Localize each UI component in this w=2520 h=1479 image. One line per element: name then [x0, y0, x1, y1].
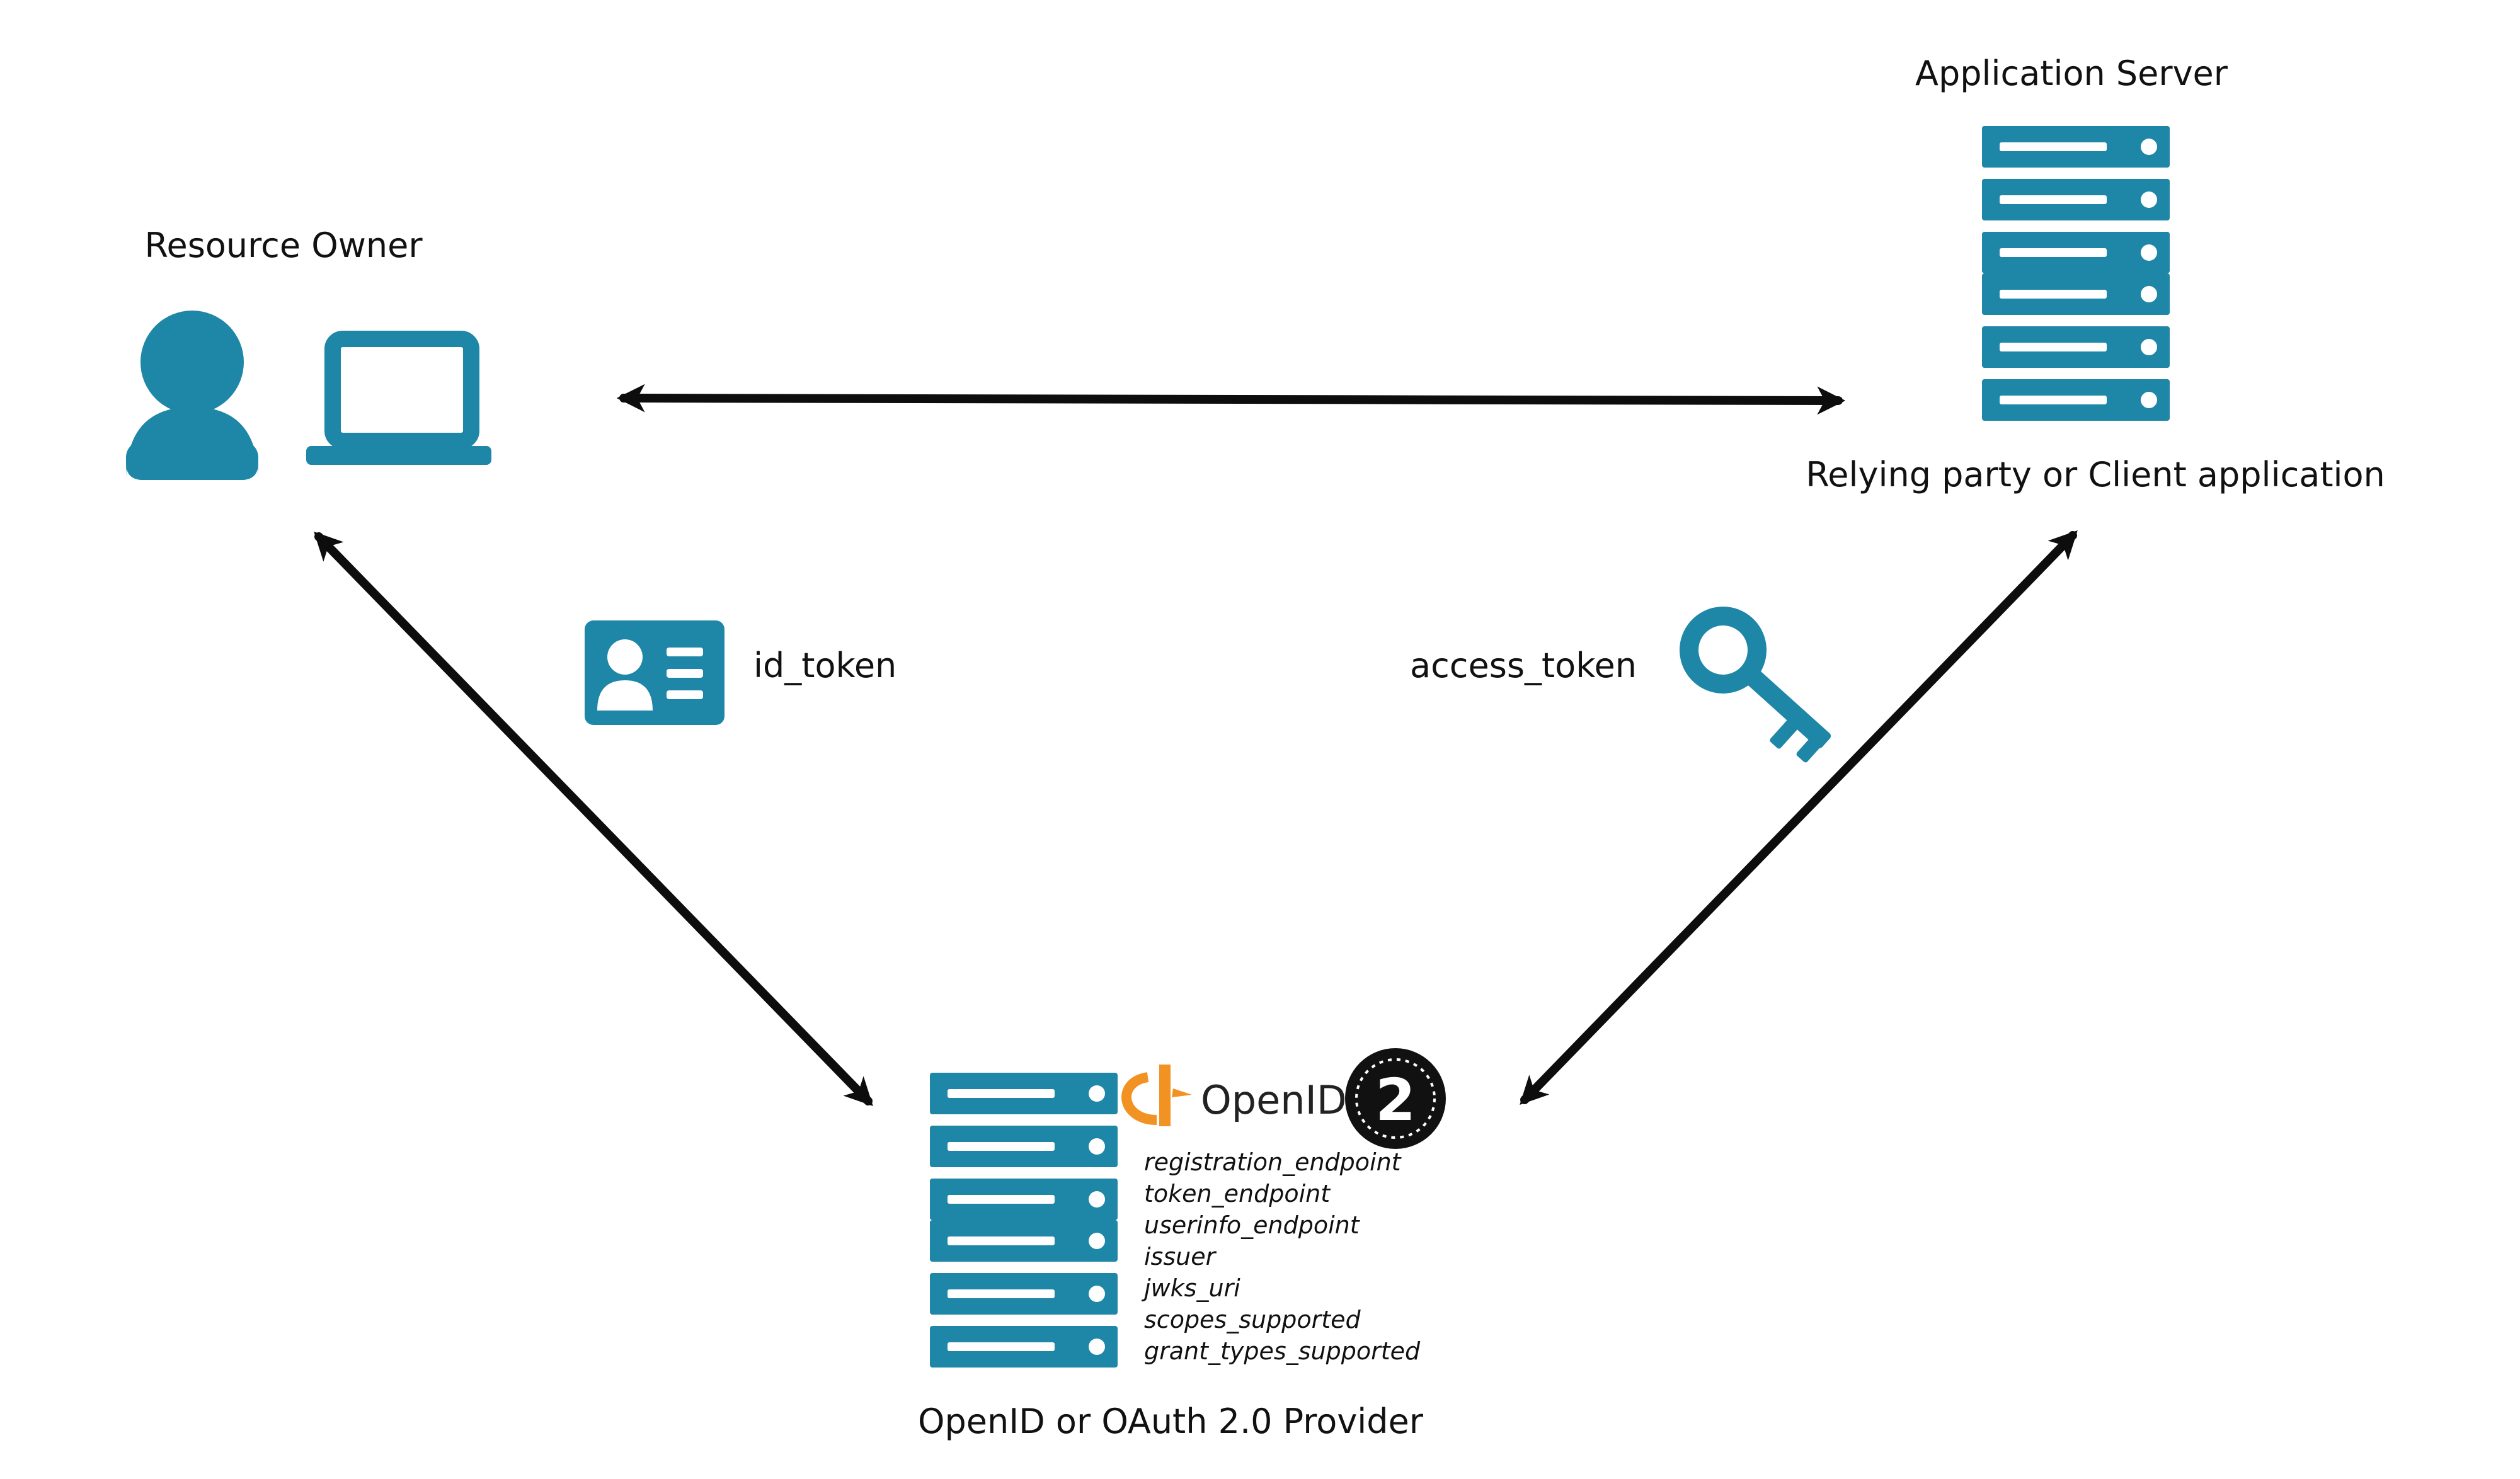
metadata-item: issuer	[1144, 1243, 1217, 1271]
id-token-label: id_token	[753, 646, 896, 685]
id-token-group: id_token	[585, 620, 896, 725]
openid-logo-text: OpenID	[1201, 1077, 1347, 1123]
arrow-owner-to-provider	[314, 531, 873, 1107]
resource-owner-node: Resource Owner	[126, 226, 491, 480]
provider-node: OpenID 2 registration_endpoint token_endp…	[918, 1048, 1446, 1441]
connection-arrows	[314, 384, 2078, 1107]
metadata-item: grant_types_supported	[1144, 1337, 1421, 1365]
application-server-title: Application Server	[1915, 54, 2228, 93]
key-icon	[1680, 607, 1831, 763]
openid-mark-icon	[1121, 1072, 1157, 1125]
metadata-item: jwks_uri	[1141, 1274, 1240, 1302]
access-token-label: access_token	[1410, 646, 1637, 685]
metadata-item: userinfo_endpoint	[1144, 1211, 1361, 1239]
provider-label: OpenID or OAuth 2.0 Provider	[918, 1402, 1424, 1441]
version-badge-number: 2	[1375, 1066, 1416, 1134]
arrow-owner-to-app-server	[616, 384, 1846, 415]
application-server-node: Application Server Relying party or Clie…	[1806, 54, 2385, 494]
resource-owner-label: Resource Owner	[144, 226, 423, 265]
provider-metadata-list: registration_endpoint token_endpointuseri…	[1141, 1148, 1421, 1365]
user-icon	[126, 311, 258, 480]
arrow-app-server-to-provider	[1520, 530, 2078, 1105]
id-card-icon	[585, 620, 724, 725]
metadata-item: scopes_supported	[1144, 1306, 1361, 1333]
laptop-icon	[306, 331, 491, 465]
access-token-group: access_token	[1410, 607, 1831, 763]
server-icon	[1982, 126, 2170, 421]
openid-mark-bar	[1159, 1065, 1171, 1126]
metadata-item: token_endpoint	[1144, 1180, 1331, 1208]
application-server-subtitle: Relying party or Client application	[1806, 455, 2385, 494]
openid-logo: OpenID 2	[1121, 1048, 1446, 1149]
provider-server-icon	[930, 1073, 1118, 1368]
metadata-item: registration_endpoint	[1144, 1148, 1402, 1176]
version-badge: 2	[1345, 1048, 1446, 1149]
